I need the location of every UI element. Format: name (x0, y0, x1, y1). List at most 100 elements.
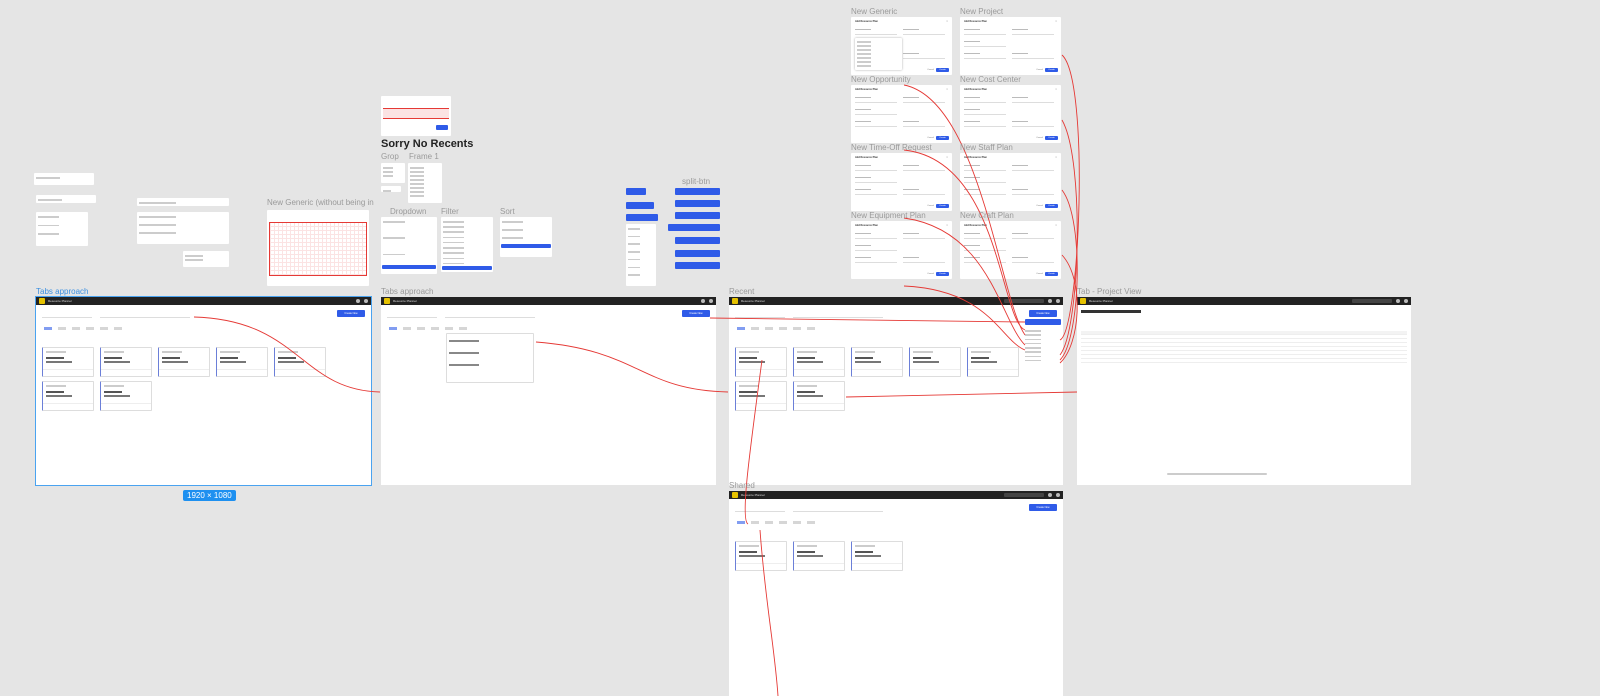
frame-label[interactable]: Sort (500, 207, 515, 216)
card-actions[interactable] (794, 403, 844, 410)
notification-icon[interactable] (356, 299, 360, 303)
dropdown-action-button[interactable] (382, 265, 436, 269)
form-field[interactable] (855, 259, 897, 263)
form-field[interactable] (1012, 259, 1054, 263)
table-row[interactable] (1081, 339, 1407, 343)
list-item[interactable] (1025, 342, 1041, 345)
create-button[interactable]: Create (1045, 136, 1058, 140)
list-item[interactable] (449, 364, 479, 366)
list-item[interactable] (139, 224, 176, 226)
frame-label[interactable]: Shared (729, 481, 755, 490)
tab[interactable] (100, 327, 108, 330)
plan-card[interactable] (735, 381, 787, 411)
table-row[interactable] (1081, 355, 1407, 359)
create-button-variant[interactable] (626, 188, 646, 195)
plan-card[interactable] (42, 347, 94, 377)
card-actions[interactable] (736, 563, 786, 570)
list-item[interactable] (628, 228, 640, 230)
list-item[interactable] (443, 231, 464, 233)
close-icon[interactable]: × (946, 155, 948, 159)
form-field[interactable] (855, 191, 897, 195)
form-field[interactable] (1012, 31, 1054, 35)
card-actions[interactable] (852, 563, 902, 570)
plan-card[interactable] (793, 381, 845, 411)
apply-sort-button[interactable] (501, 244, 551, 248)
filter-field[interactable] (735, 507, 785, 512)
menu-item[interactable] (857, 53, 871, 55)
list-item[interactable] (38, 216, 59, 218)
list-item[interactable] (410, 187, 424, 189)
form-field[interactable] (1012, 191, 1054, 195)
form-field[interactable] (855, 99, 897, 103)
tab[interactable] (793, 521, 801, 524)
user-avatar-icon[interactable] (364, 299, 368, 303)
form-field[interactable] (1012, 235, 1054, 239)
project-search-field[interactable] (793, 507, 883, 512)
project-list[interactable] (36, 212, 88, 246)
form-field[interactable] (903, 167, 945, 171)
tab-bar[interactable] (389, 327, 467, 330)
plan-card[interactable] (100, 347, 152, 377)
form-field[interactable] (903, 55, 945, 59)
cancel-button[interactable]: Cancel (1036, 69, 1043, 71)
plan-card[interactable] (851, 541, 903, 571)
project-search-field[interactable] (100, 313, 190, 318)
frame-label[interactable]: New Cost Center (960, 75, 1021, 84)
tab[interactable] (779, 521, 787, 524)
list-item[interactable] (139, 232, 176, 234)
menu[interactable] (381, 163, 405, 183)
form-field[interactable] (964, 55, 1006, 59)
form-field[interactable] (964, 259, 1006, 263)
split-button[interactable] (668, 224, 720, 231)
cancel-button[interactable]: Cancel (927, 137, 934, 139)
filter-panel[interactable] (441, 217, 493, 272)
tab[interactable] (751, 521, 759, 524)
split-button[interactable] (675, 212, 720, 219)
apply-filter-button[interactable] (442, 266, 492, 270)
create-button[interactable]: Create (936, 204, 949, 208)
tab[interactable] (445, 327, 453, 330)
form-field[interactable] (903, 259, 945, 263)
notification-icon[interactable] (701, 299, 705, 303)
tab[interactable] (737, 327, 745, 330)
close-icon[interactable]: × (946, 223, 948, 227)
close-icon[interactable]: × (1055, 155, 1057, 159)
tab[interactable] (459, 327, 467, 330)
plan-card[interactable] (158, 347, 210, 377)
tab[interactable] (58, 327, 66, 330)
frame-label[interactable]: split-btn (682, 177, 711, 186)
tab[interactable] (807, 521, 815, 524)
split-button[interactable] (675, 250, 720, 257)
card-actions[interactable] (852, 369, 902, 376)
list-item[interactable] (410, 191, 424, 193)
frame-label[interactable]: Recent (729, 287, 755, 296)
list-item[interactable] (628, 251, 640, 253)
search-input[interactable] (1004, 299, 1044, 303)
create-new-button[interactable]: Create New (1029, 504, 1057, 511)
tab-bar[interactable] (737, 327, 815, 330)
tab[interactable] (44, 327, 52, 330)
list-item[interactable] (1025, 359, 1041, 362)
tab[interactable] (765, 521, 773, 524)
list-item[interactable] (139, 216, 176, 218)
list-item[interactable] (185, 259, 204, 261)
tab[interactable] (751, 327, 759, 330)
frame-label[interactable]: Grop (381, 152, 399, 161)
card-actions[interactable] (43, 369, 93, 376)
menu[interactable] (381, 186, 401, 192)
frame-label[interactable]: Tabs approach (36, 287, 89, 296)
list-item[interactable] (38, 224, 59, 227)
form-field[interactable] (964, 179, 1006, 183)
list-item[interactable] (1025, 351, 1041, 353)
create-menu[interactable] (626, 224, 656, 286)
list-item[interactable] (1025, 355, 1041, 357)
close-icon[interactable]: × (1055, 87, 1057, 91)
list-item[interactable] (1025, 338, 1041, 340)
tab[interactable] (403, 327, 411, 330)
list-item[interactable] (383, 171, 393, 173)
frame-label[interactable]: Filter (441, 207, 459, 216)
list-item[interactable] (443, 221, 464, 223)
tab[interactable] (389, 327, 397, 330)
plan-card[interactable] (735, 541, 787, 571)
